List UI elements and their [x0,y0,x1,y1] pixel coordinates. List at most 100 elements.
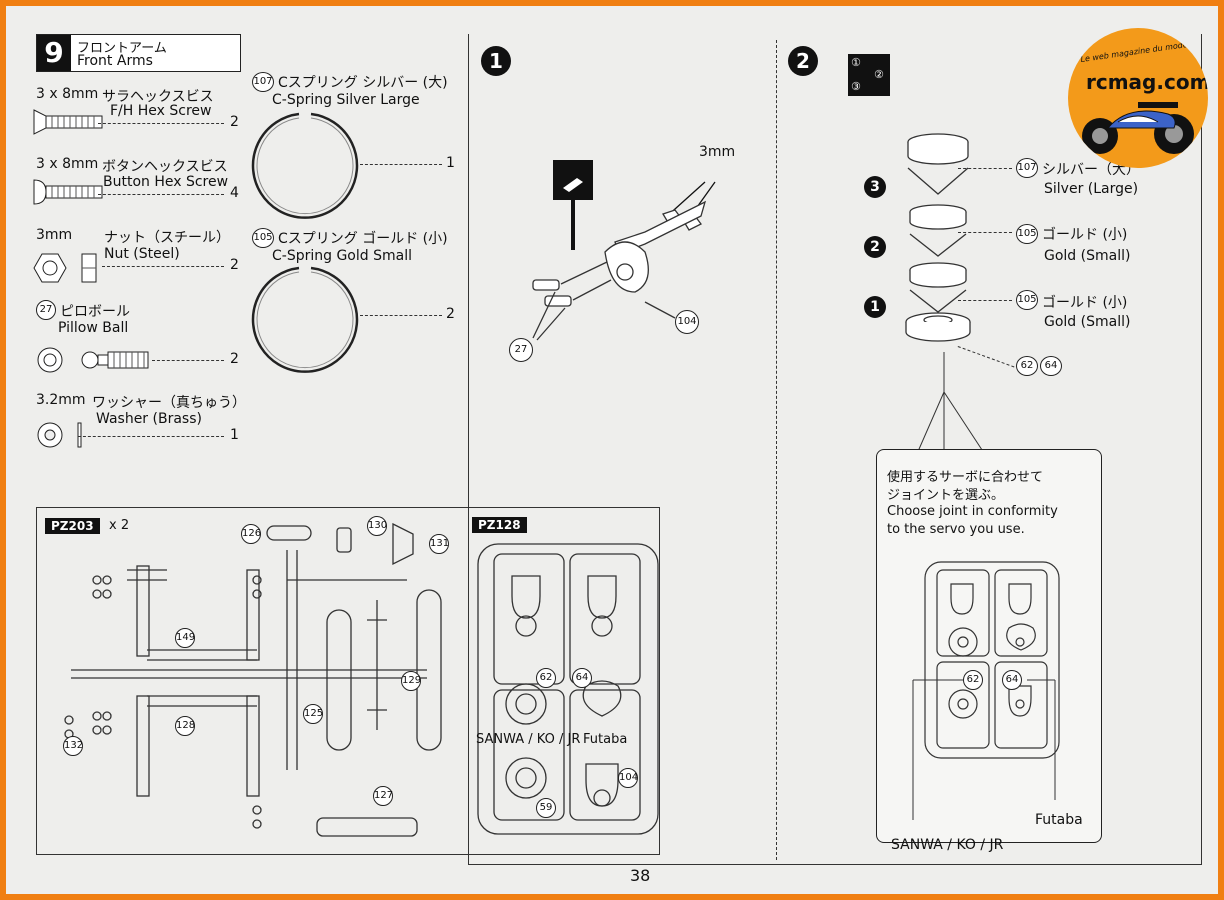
part-number-badge: 104 [618,768,638,788]
pillow-ball-icon [37,347,149,373]
callout-note-jp: ジョイントを選ぶ。 [887,488,1005,503]
part-number-badge: 126 [241,524,261,544]
spring-name-jp: Cスプリング ゴールド (小) [278,231,448,247]
part-size: 3 x 8mm [36,86,99,102]
order-badge: 1 [864,296,886,318]
assembly-panel-2: 2 ① ② ③ 3 2 1 107 [776,34,1202,865]
callout-note-en: to the servo you use. [887,522,1025,537]
servo-brand-label: Futaba [1035,812,1083,828]
part-name-jp: サラヘックスビス [102,89,214,105]
part-number-badge: 105 [1016,290,1038,310]
part-name-en: Nut (Steel) [104,246,180,262]
step-title-en: Front Arms [77,53,153,69]
order-badge: 3 [864,176,886,198]
callout-note-jp: 使用するサーボに合わせて [887,470,1044,485]
part-number-badge: 131 [429,534,449,554]
part-qty: 2 [230,257,239,273]
order-badge: 2 [864,236,886,258]
part-number-badge: 149 [175,628,195,648]
callout-note-en: Choose joint in conformity [887,504,1058,519]
part-number-badge: 27 [509,338,533,362]
panel-divider [776,40,777,860]
spring-name-en: C-Spring Silver Large [272,92,420,108]
part-qty: 2 [230,114,239,130]
part-size: 3.2mm [36,392,86,408]
spring-qty: 2 [446,306,455,322]
part-label-en: Gold (Small) [1044,314,1131,330]
rcmag-logo: Le web magazine du modélisme rcmag.com [1068,28,1208,168]
part-number-badge: 104 [675,310,699,334]
hex-wrench-tool-icon [553,160,593,250]
part-number-badge: 59 [536,798,556,818]
part-name-en: Washer (Brass) [96,411,202,427]
servo-brand-label: Futaba [583,732,628,747]
servo-joint-callout: 使用するサーボに合わせて ジョイントを選ぶ。 Choose joint in c… [876,449,1102,853]
part-number-badge: 105 [1016,224,1038,244]
sprue-tag: PZ128 [472,517,527,533]
part-name-en: Pillow Ball [58,320,129,336]
part-number-badge: 62 [536,668,556,688]
page-number: 38 [630,866,651,885]
button-screw-icon [33,179,103,205]
part-name-jp: ワッシャー（真ちゅう） [92,395,246,411]
spring-qty: 1 [446,155,455,171]
callout-connector [915,352,987,457]
part-number-badge: 130 [367,516,387,536]
part-number-badge: 62 [963,670,983,690]
part-qty: 1 [230,427,239,443]
servo-brand-label: SANWA / KO / JR [891,837,1004,853]
part-number-badge: 128 [175,716,195,736]
c-spring-large-icon [251,112,359,219]
fh-screw-icon [33,109,103,135]
part-qty: 2 [230,351,239,367]
part-name-jp: ボタンヘックスビス [102,159,228,175]
spring-name-en: C-Spring Gold Small [272,248,412,264]
order-step-glyph: ③ [851,80,861,93]
logo-tagline: Le web magazine du modélisme [1080,37,1208,64]
part-name-jp: ピロボール [60,304,130,320]
step-number: 9 [37,35,71,71]
assembly-panel-1: 1 3mm 104 [468,34,777,865]
sprue-pz203-frame: PZ203 x 2 [36,507,660,855]
part-label-jp: ゴールド (小) [1042,227,1128,243]
step-header: 9 フロントアーム Front Arms [36,34,241,72]
step-title-jp: フロントアーム [77,41,167,56]
part-label-jp: ゴールド (小) [1042,295,1128,311]
c-spring-small-icon [251,266,359,373]
part-number-badge: 62 [1016,356,1038,376]
order-step-glyph: ② [874,68,884,81]
part-number-badge: 127 [373,786,393,806]
sprue-pz203-drawing [64,522,442,837]
servo-brand-label: SANWA / KO / JR [476,732,581,747]
sprue-pz128-drawing [477,543,659,835]
part-number-badge: 125 [303,704,323,724]
part-qty: 4 [230,185,239,201]
washer-icon [37,422,82,448]
part-number-badge: 129 [401,671,421,691]
logo-brand: rcmag.com [1086,70,1208,94]
arm-assembly-drawing [532,181,716,341]
part-size: 3mm [36,227,73,243]
part-number-badge: 132 [63,736,83,756]
part-number-badge: 105 [252,228,274,248]
part-label-en: Gold (Small) [1044,248,1131,264]
spring-stack-drawing [905,133,971,342]
part-number-badge: 107 [1016,158,1038,178]
part-number-badge: 107 [252,72,274,92]
spring-name-jp: Cスプリング シルバー (大) [278,75,448,91]
part-number-badge: 64 [572,668,592,688]
nut-icon [33,253,97,283]
callout-leader-lines [912,679,1056,820]
order-icon: ① ② ③ [848,54,890,96]
part-name-jp: ナット（スチール） [104,230,230,246]
part-number-badge: 27 [36,300,56,320]
substep-number: 1 [481,46,511,76]
part-label-en: Silver (Large) [1044,181,1139,197]
substep-number: 2 [788,46,818,76]
part-name-en: F/H Hex Screw [110,103,212,119]
size-label: 3mm [699,144,736,160]
rc-buggy-icon [1082,102,1194,154]
sprue-multiplier: x 2 [109,518,130,533]
order-step-glyph: ① [851,56,861,69]
